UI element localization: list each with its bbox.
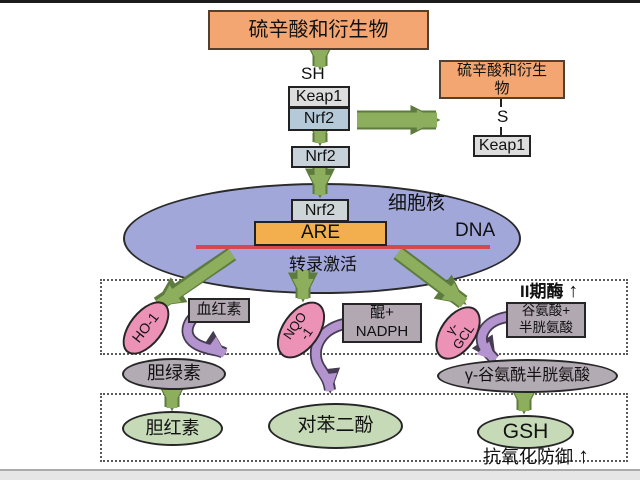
keap1-label: Keap1: [295, 88, 343, 106]
heme-label: 血红素: [196, 301, 242, 319]
antioxidant-label: 抗氧化防御 ↑: [483, 443, 589, 469]
quinone-nadph-box: 醌+ NADPH: [342, 303, 422, 343]
bilirubin-ellipse: 胆红素: [122, 411, 223, 446]
lipoic-acid-box: 硫辛酸和衍生物: [208, 10, 429, 50]
keap1-box: Keap1: [288, 86, 350, 108]
biliverdin-label: 胆绿素: [147, 363, 201, 384]
antioxidant-region: [100, 393, 628, 462]
nrf2-nucleus-label: Nrf2: [304, 201, 336, 219]
quinone-label-line2: NADPH: [355, 323, 409, 340]
nrf2-nucleus-box: Nrf2: [291, 199, 349, 222]
hydroquinone-ellipse: 对苯二酚: [268, 403, 403, 449]
phase2-text: II期酶: [520, 282, 564, 301]
nrf2-complex-box: Nrf2: [288, 107, 350, 131]
hydroquinone-label: 对苯二酚: [297, 414, 374, 436]
glutamate-label-line1: 谷氨酸+: [521, 303, 571, 319]
dna-label: DNA: [455, 220, 496, 241]
quinone-label-line1: 醌+: [370, 304, 394, 322]
green-arrows: [153, 40, 539, 415]
transcription-label: 转录激活: [289, 255, 357, 274]
ho1-label: HO-1: [128, 309, 163, 346]
lipoic-right-line2: 物: [494, 79, 510, 97]
biliverdin-ellipse: 胆绿素: [122, 358, 226, 390]
phase2-label: II期酶 ↑: [520, 277, 578, 303]
antioxidant-text: 抗氧化防御: [483, 447, 573, 467]
lipoic-acid-label: 硫辛酸和衍生物: [248, 19, 389, 41]
glutamate-label-line2: 半胱氨酸: [519, 320, 573, 335]
are-label: ARE: [300, 222, 341, 244]
nrf2-free-box: Nrf2: [291, 146, 350, 168]
nucleus-label: 细胞核: [388, 193, 446, 214]
nrf2-complex-label: Nrf2: [303, 110, 335, 128]
antioxidant-up-arrow-icon: ↑: [578, 443, 590, 468]
gglutamylcysteine-ellipse: γ-谷氨酰半胱氨酸: [437, 359, 618, 393]
top-black-bar: [0, 0, 640, 3]
nrf2-free-label: Nrf2: [305, 148, 336, 166]
gsh-label: GSH: [502, 420, 549, 444]
gglutamylcysteine-label: γ-谷氨酰半胱氨酸: [464, 367, 591, 385]
s-bond-label: S: [495, 107, 511, 127]
lipoic-acid-right-box: 硫辛酸和衍生 物: [439, 60, 565, 99]
gsh-ellipse: GSH: [477, 415, 574, 449]
lipoic-right-line1: 硫辛酸和衍生: [456, 61, 547, 79]
glutamate-cysteine-box: 谷氨酸+ 半胱氨酸: [506, 302, 586, 338]
sh-label: SH: [301, 64, 325, 83]
bottom-gray-bar: [0, 469, 640, 480]
dna-line: [196, 245, 490, 249]
nqo1-label-line2: -1: [296, 324, 316, 343]
keap1-right-box: Keap1: [473, 135, 531, 157]
are-box: ARE: [254, 221, 387, 246]
keap1-right-label: Keap1: [478, 137, 526, 155]
bilirubin-label: 胆红素: [145, 417, 200, 438]
heme-box: 血红素: [188, 298, 250, 323]
phase2-up-arrow-icon: ↑: [568, 280, 579, 302]
